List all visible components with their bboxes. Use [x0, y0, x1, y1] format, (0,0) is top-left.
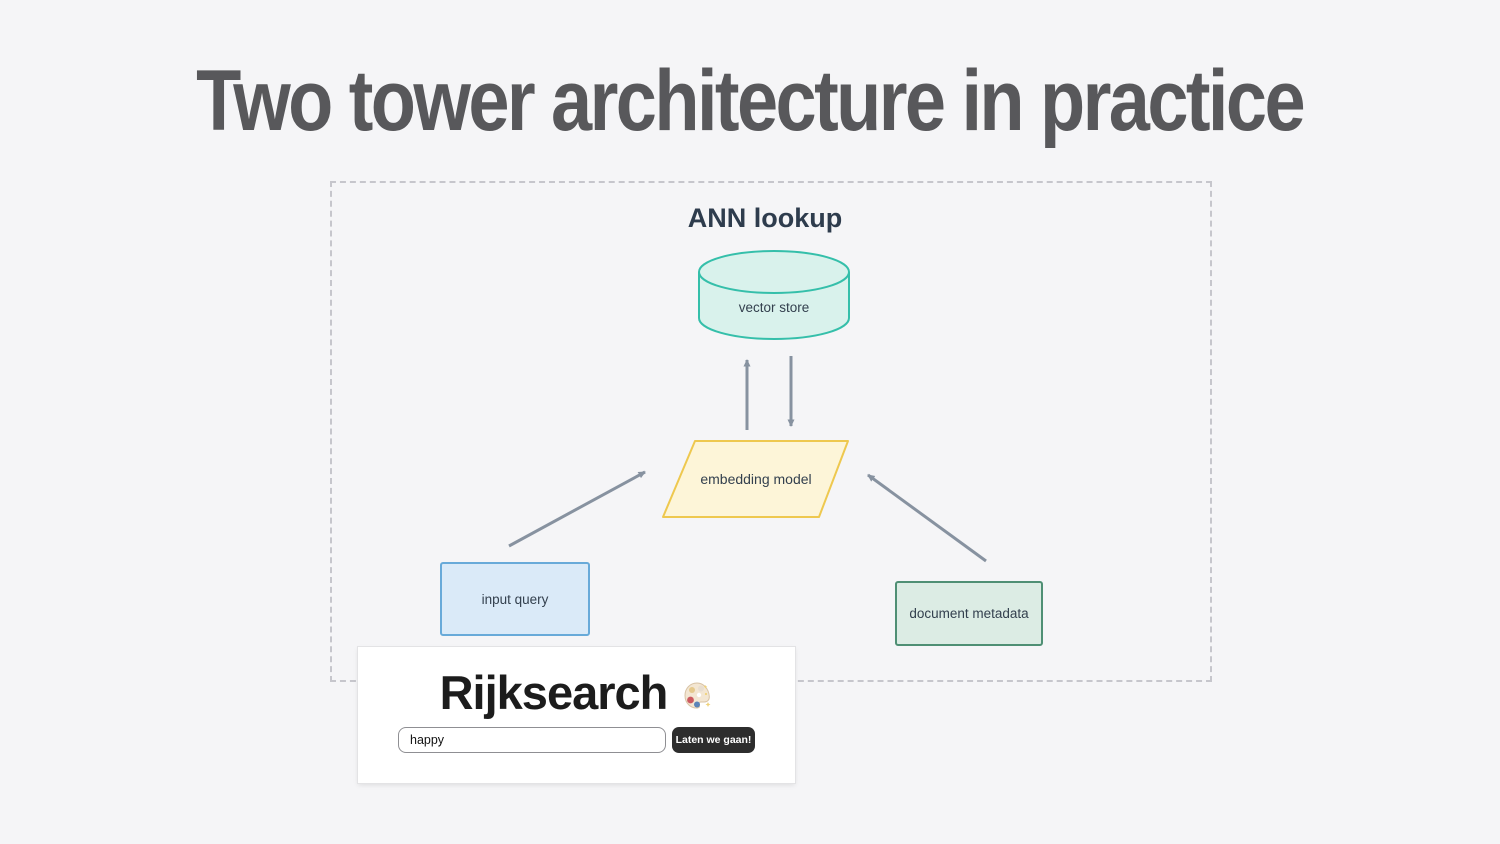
document-metadata-node: document metadata — [895, 581, 1043, 646]
input-query-node: input query — [440, 562, 590, 636]
embedding-model-label: embedding model — [700, 471, 811, 487]
artist-palette-icon — [684, 681, 711, 709]
brand-row: Rijksearch — [358, 665, 795, 720]
input-query-label: input query — [481, 591, 549, 607]
rijksearch-card: Rijksearch Laten we gaan! — [358, 647, 795, 783]
arrow-document-metadata-to-embedding-model — [867, 473, 987, 563]
brand-title: Rijksearch — [439, 666, 669, 719]
arrow-input-query-to-embedding-model — [508, 470, 646, 548]
embedding-model-node: embedding model — [662, 440, 849, 518]
page-title: Two tower architecture in practice — [196, 53, 1306, 149]
search-row: Laten we gaan! — [398, 727, 795, 753]
vector-store-label: vector store — [739, 300, 810, 315]
vector-store-node: vector store — [698, 250, 850, 340]
ann-lookup-label: ANN lookup — [687, 203, 843, 233]
document-metadata-label: document metadata — [909, 606, 1029, 621]
search-input[interactable] — [398, 727, 666, 753]
search-go-button[interactable]: Laten we gaan! — [672, 727, 755, 753]
